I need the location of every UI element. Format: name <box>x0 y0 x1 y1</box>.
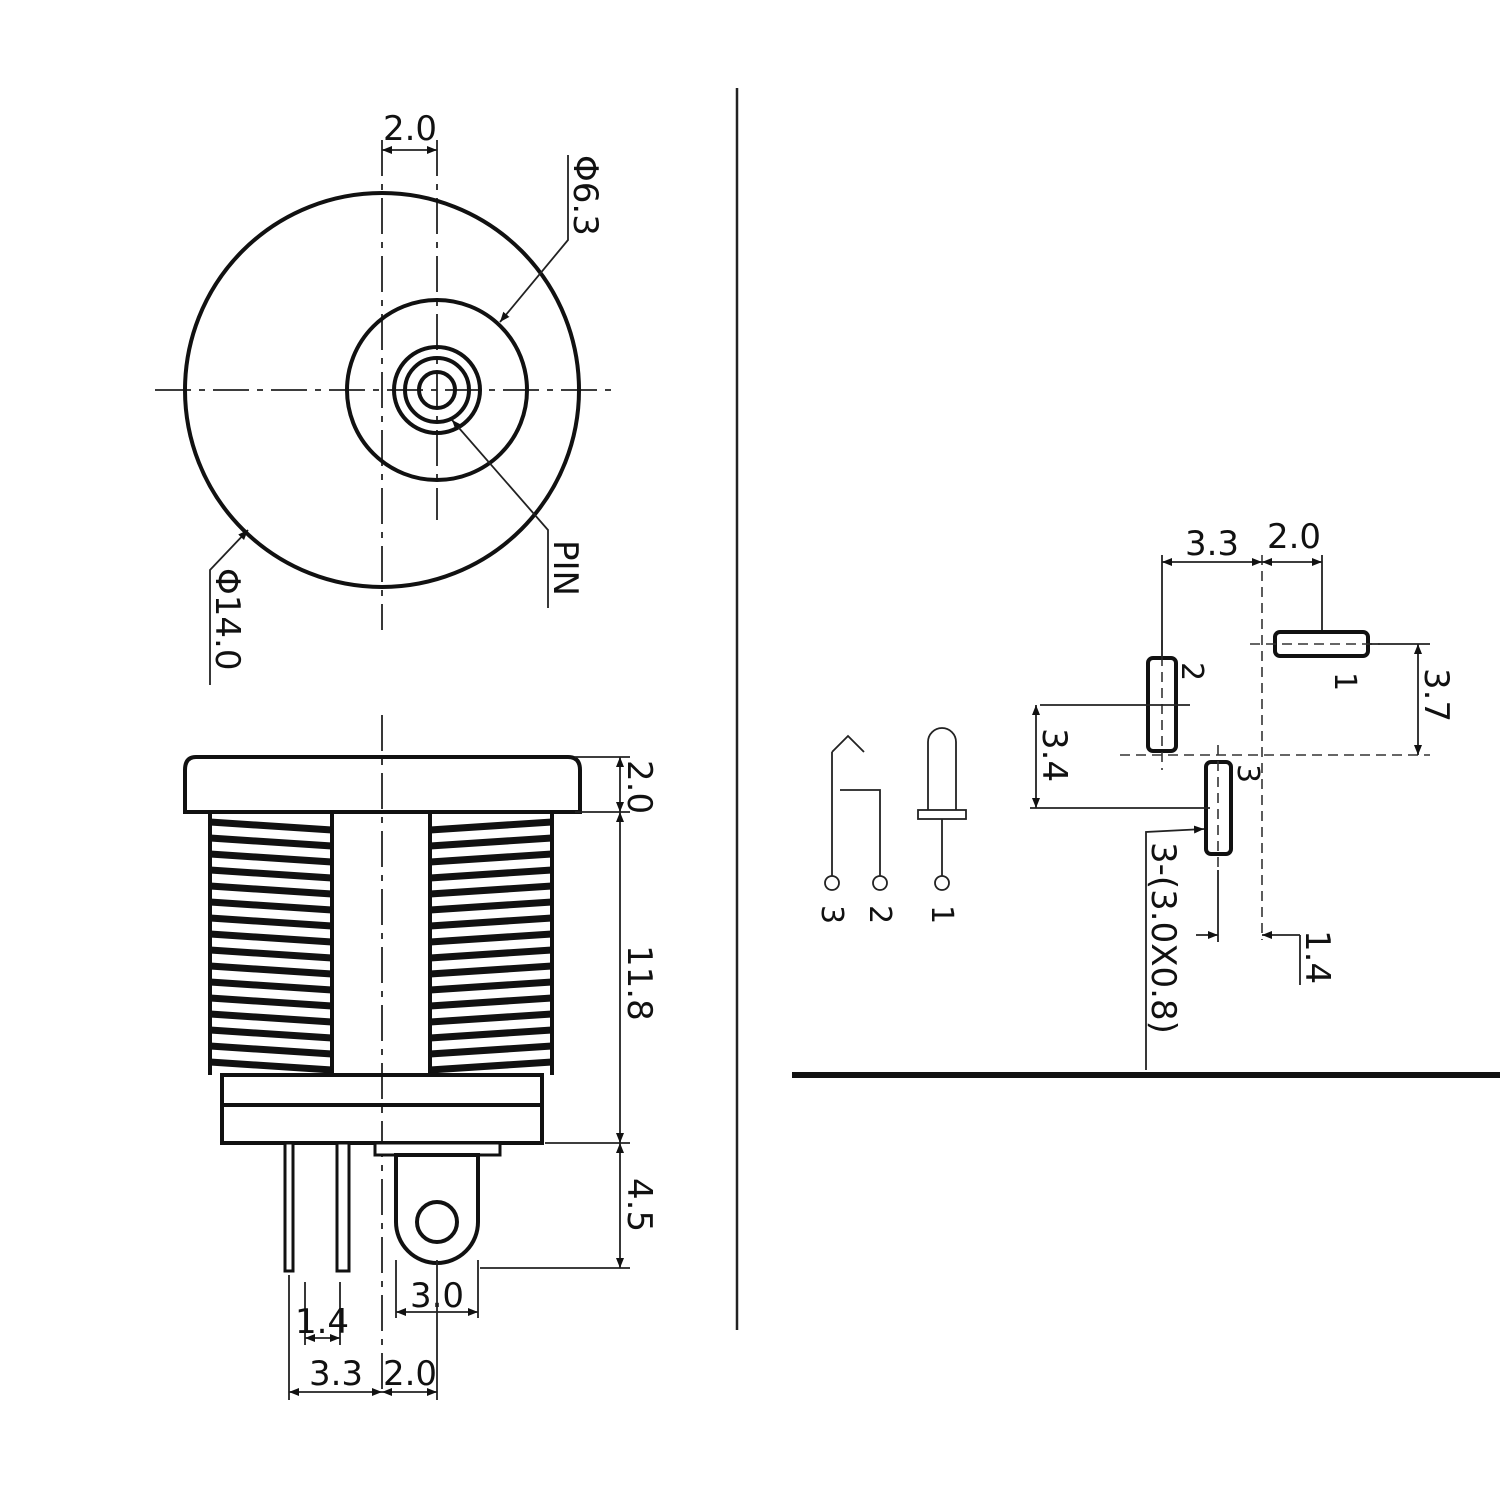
dim-pad2-height: 3.4 <box>1034 728 1074 782</box>
lug-hole <box>415 1200 459 1244</box>
terminal-pin-3 <box>283 1141 295 1273</box>
dim-inner-diameter: Φ6.3 <box>565 155 605 236</box>
terminal-3-node <box>824 875 840 891</box>
terminal-3-label: 3 <box>814 905 849 924</box>
terminal-1-node <box>934 875 950 891</box>
dim-pad-width: 1.4 <box>1297 930 1337 984</box>
dim-flange-height: 2.0 <box>619 760 659 814</box>
dim-pad1-height: 3.7 <box>1416 668 1456 722</box>
right-thread <box>428 812 554 1075</box>
side-view: 2.0 11.8 4.5 3.0 1.4 3.3 2.0 <box>183 715 659 1400</box>
dim-slot-size: 3-(3.0X0.8) <box>1143 842 1183 1034</box>
terminal-2-label: 2 <box>862 905 897 924</box>
schematic-symbol: 3 2 1 <box>814 727 967 924</box>
dim-offset-a: 3.3 <box>309 1354 363 1394</box>
pin-socket-outer-circle <box>392 345 482 435</box>
center-pin-circle <box>417 370 457 410</box>
dim-pad-x-offset: 3.3 <box>1185 524 1239 564</box>
pin-socket-inner-circle <box>403 356 471 424</box>
pcb-footprint: 3.3 2.0 3.7 3.4 1 2 3 3-(3.0X0.8) 1.4 <box>1030 517 1456 1070</box>
dim-outer-diameter: Φ14.0 <box>207 568 247 670</box>
terminal-2-node <box>872 875 888 891</box>
pad-label-3: 3 <box>1230 764 1265 783</box>
pin-label: PIN <box>545 540 585 596</box>
pad-label-1: 1 <box>1327 672 1362 691</box>
dim-offset-b: 2.0 <box>383 1354 437 1394</box>
terminal-pin-2 <box>335 1141 351 1273</box>
inner-barrel-circle <box>345 298 529 482</box>
dim-thread-length: 11.8 <box>619 945 659 1021</box>
outer-body-circle <box>183 191 581 589</box>
dim-pad-spacing: 2.0 <box>1267 517 1321 557</box>
pad-label-2: 2 <box>1174 662 1209 681</box>
terminal-1-label: 1 <box>924 905 959 924</box>
dim-pin-width: 1.4 <box>295 1302 349 1342</box>
left-thread <box>208 812 334 1075</box>
terminal-lug-1 <box>394 1153 480 1265</box>
front-view: 2.0 Φ6.3 Φ14.0 PIN <box>155 109 612 685</box>
dim-pin-spacing: 2.0 <box>383 109 437 149</box>
dim-terminal-length: 4.5 <box>619 1178 659 1232</box>
